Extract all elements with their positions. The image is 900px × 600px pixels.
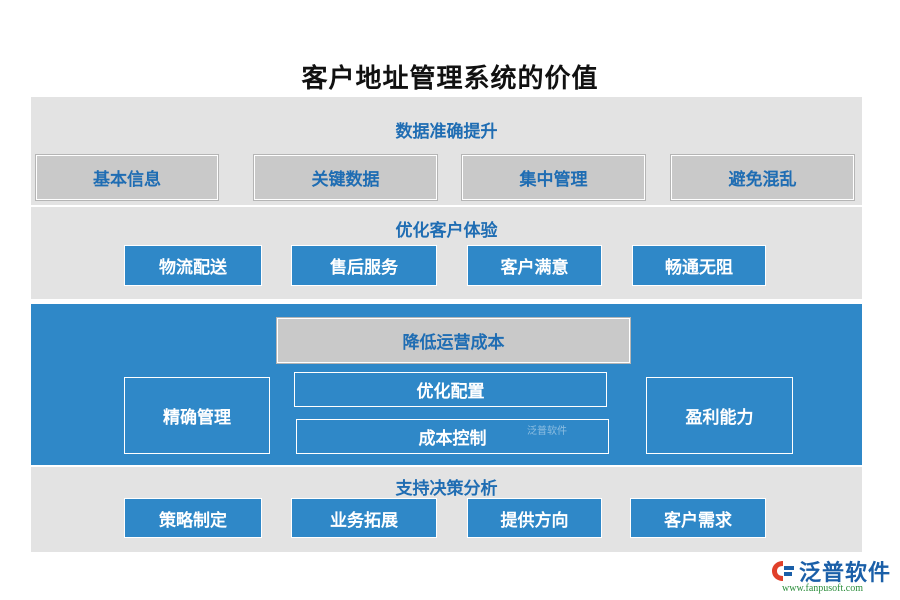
section-decision-support: 支持决策分析 策略制定 业务拓展 提供方向 客户需求 <box>31 467 862 552</box>
box-avoid-confusion: 避免混乱 <box>671 155 854 200</box>
section-title: 支持决策分析 <box>395 479 498 499</box>
logo-text: 泛普软件 <box>799 561 892 586</box>
section-reduce-cost: 降低运营成本 精确管理 优化配置 成本控制 盈利能力 <box>31 304 862 465</box>
section-title: 优化客户体验 <box>395 221 498 241</box>
box-key-data: 关键数据 <box>254 155 437 200</box>
box-customer-satisfaction: 客户满意 <box>467 245 602 286</box>
box-cost-control: 成本控制 <box>296 419 609 454</box>
section-customer-experience: 优化客户体验 物流配送 售后服务 客户满意 畅通无阻 <box>31 207 862 299</box>
box-reduce-cost-title: 降低运营成本 <box>277 318 630 363</box>
box-profitability: 盈利能力 <box>646 377 793 454</box>
box-strategy: 策略制定 <box>124 498 262 538</box>
watermark-text: 泛普软件 <box>527 426 567 437</box>
box-direction: 提供方向 <box>467 498 602 538</box>
box-optimize-config: 优化配置 <box>294 372 607 407</box>
box-basic-info: 基本信息 <box>36 155 218 200</box>
logo-url: www.fanpusoft.com <box>782 583 864 594</box>
box-customer-needs: 客户需求 <box>630 498 766 538</box>
fanpu-logo: 泛普软件 <box>770 555 891 587</box>
box-after-sales: 售后服务 <box>291 245 437 286</box>
fanpu-logo-icon <box>772 561 794 581</box>
watermark: 泛普软件 <box>527 422 567 437</box>
section-title: 数据准确提升 <box>395 122 498 142</box>
page-title: 客户地址管理系统的价值 <box>301 64 599 94</box>
box-logistics: 物流配送 <box>124 245 262 286</box>
section-data-accuracy: 数据准确提升 基本信息 关键数据 集中管理 避免混乱 <box>31 97 862 205</box>
box-central-management: 集中管理 <box>462 155 645 200</box>
box-precise-management: 精确管理 <box>124 377 270 454</box>
box-unobstructed: 畅通无阻 <box>632 245 766 286</box>
box-business-expansion: 业务拓展 <box>291 498 437 538</box>
